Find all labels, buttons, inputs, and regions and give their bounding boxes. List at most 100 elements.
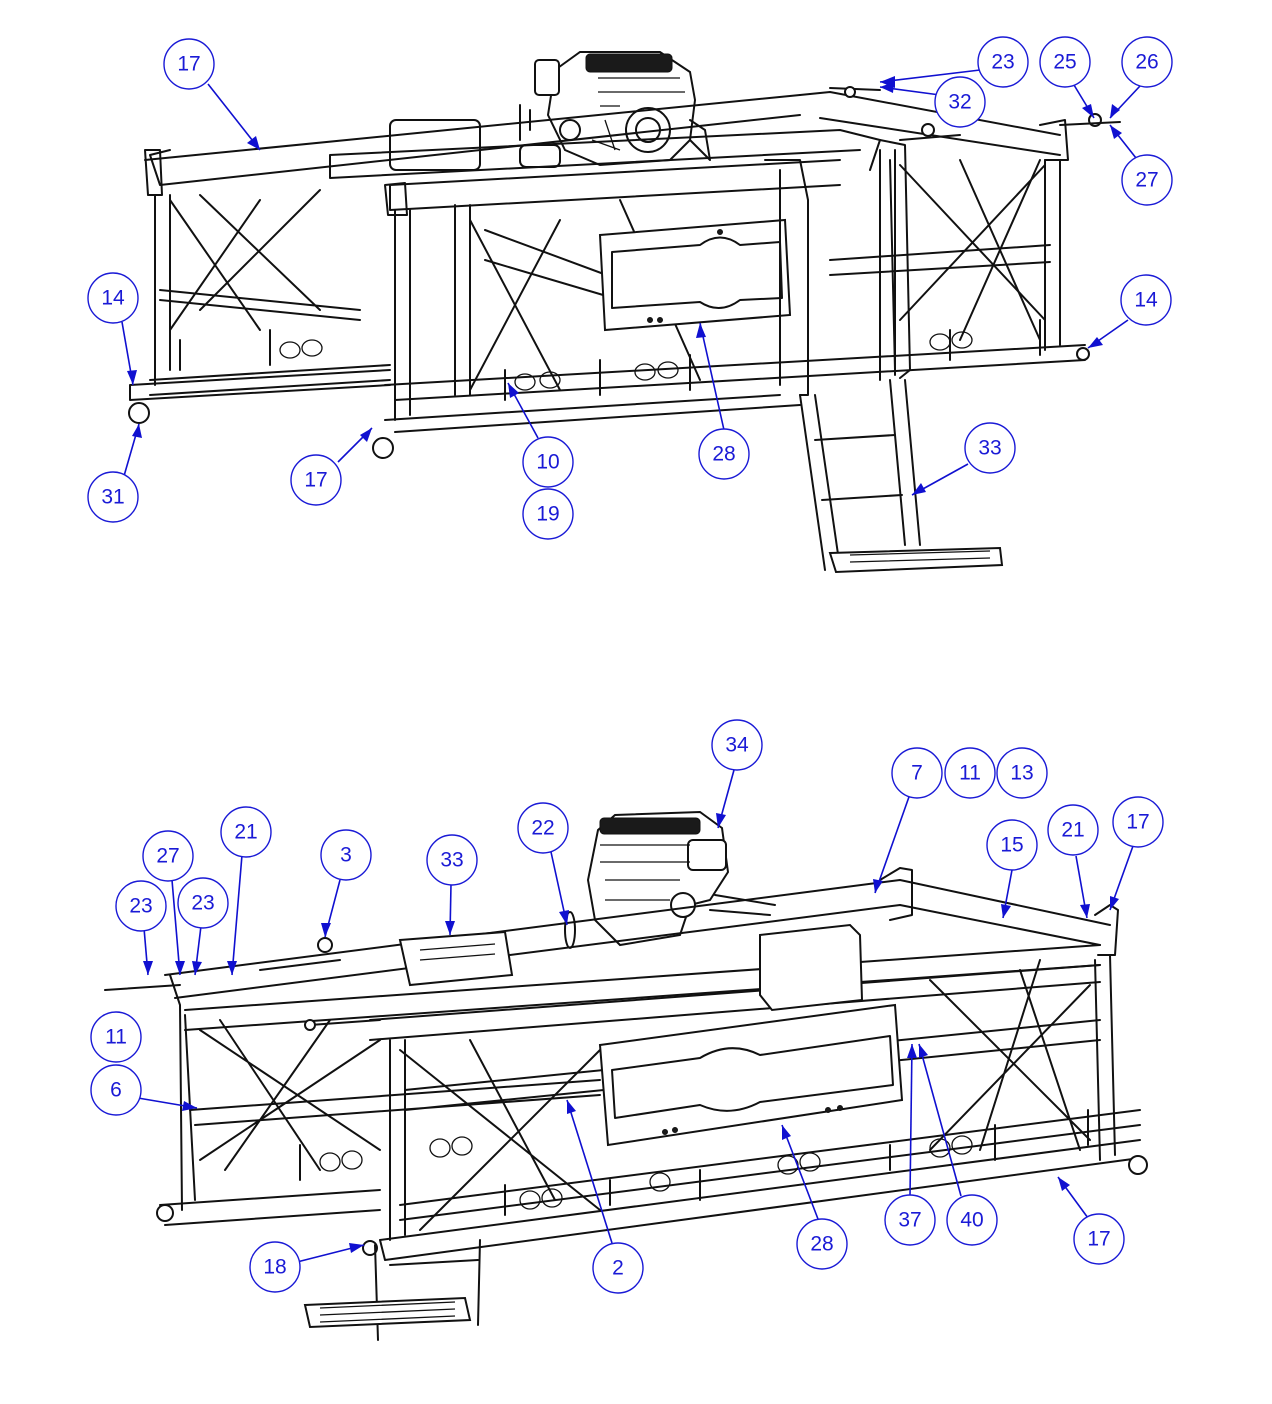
callout-circle (986, 819, 1038, 871)
callout-label: 33 (440, 849, 463, 872)
callout-balloon-17: 17 (1112, 796, 1164, 848)
callout-balloon-23: 23 (177, 877, 229, 929)
callout-circle (142, 830, 194, 882)
callout-balloon-23: 23 (115, 880, 167, 932)
callout-balloon-11: 11 (944, 747, 996, 799)
callout-balloon-28: 28 (698, 428, 750, 480)
callout-circle (1112, 796, 1164, 848)
callout-label: 23 (129, 895, 152, 918)
callout-circle (90, 1064, 142, 1116)
callout-balloon-13: 13 (996, 747, 1048, 799)
callout-balloon-15: 15 (986, 819, 1038, 871)
callout-circle (996, 747, 1048, 799)
callout-circle (163, 38, 215, 90)
callout-label: 26 (1135, 51, 1158, 74)
callout-label: 18 (263, 1256, 286, 1279)
callout-circle (711, 719, 763, 771)
callout-circle (220, 806, 272, 858)
callout-label: 19 (536, 503, 559, 526)
callout-label: 6 (110, 1079, 122, 1102)
callout-label: 17 (177, 53, 200, 76)
callout-circle (522, 436, 574, 488)
callout-circle (934, 76, 986, 128)
callout-balloon-3: 3 (320, 829, 372, 881)
callout-circle (592, 1242, 644, 1294)
callout-label: 14 (1134, 289, 1158, 312)
engine-top (389, 51, 711, 171)
callout-label: 32 (948, 91, 971, 114)
callout-circle (944, 747, 996, 799)
callout-balloon-34: 34 (711, 719, 763, 771)
panel-bottom (598, 1003, 904, 1147)
callout-balloon-32: 32 (934, 76, 986, 128)
callout-label: 28 (712, 443, 735, 466)
engine-bottom (564, 810, 776, 949)
callout-label: 13 (1010, 762, 1033, 785)
callout-arrowheads (127, 76, 1122, 1253)
callout-balloon-27: 27 (1121, 154, 1173, 206)
callout-balloon-6: 6 (90, 1064, 142, 1116)
callout-balloon-17: 17 (1073, 1213, 1125, 1265)
callout-balloon-40: 40 (946, 1194, 998, 1246)
callout-circle (87, 272, 139, 324)
callout-circle (946, 1194, 998, 1246)
bottom-view-assembly (104, 810, 1148, 1341)
callout-circle (1121, 36, 1173, 88)
callout-label: 17 (304, 469, 327, 492)
callout-circle (884, 1194, 936, 1246)
callout-circle (698, 428, 750, 480)
callout-label: 2 (612, 1257, 624, 1280)
callout-circle (320, 829, 372, 881)
callout-label: 11 (105, 1026, 127, 1049)
callout-label: 15 (1000, 834, 1023, 857)
callout-label: 21 (1061, 819, 1084, 842)
callout-label: 28 (810, 1233, 833, 1256)
callout-label: 17 (1087, 1228, 1110, 1251)
callout-circle (1121, 154, 1173, 206)
callout-label: 23 (991, 51, 1014, 74)
callout-balloon-26: 26 (1121, 36, 1173, 88)
ladder-top (764, 139, 1004, 574)
callout-label: 21 (234, 821, 257, 844)
callout-label: 3 (340, 844, 352, 867)
callout-label: 40 (960, 1209, 983, 1232)
callout-circle (522, 488, 574, 540)
rail-holes-bottom (299, 1109, 1089, 1216)
callout-balloon-33: 33 (964, 422, 1016, 474)
callout-balloon-31: 31 (87, 471, 139, 523)
step-bottom (303, 1239, 481, 1341)
callout-circle (87, 471, 139, 523)
callout-label: 14 (101, 287, 125, 310)
callout-circle (1047, 804, 1099, 856)
callout-label: 25 (1053, 51, 1076, 74)
rail-holes-top (179, 319, 1041, 401)
callout-label: 22 (531, 817, 554, 840)
top-view-assembly (128, 51, 1121, 574)
callout-balloon-28: 28 (796, 1218, 848, 1270)
callout-balloon-37: 37 (884, 1194, 936, 1246)
callout-balloon-18: 18 (249, 1241, 301, 1293)
callout-balloon-22: 22 (517, 802, 569, 854)
callout-balloon-14: 14 (87, 272, 139, 324)
callout-circle (964, 422, 1016, 474)
callout-balloon-33: 33 (426, 834, 478, 886)
callout-circle (177, 877, 229, 929)
callout-label: 33 (978, 437, 1001, 460)
callout-circle (891, 747, 943, 799)
callout-label: 17 (1126, 811, 1149, 834)
callout-circle (426, 834, 478, 886)
callout-label: 27 (1135, 169, 1158, 192)
callout-label: 23 (191, 892, 214, 915)
callout-circle (1120, 274, 1172, 326)
callout-circle (977, 36, 1029, 88)
callout-balloon-2: 2 (592, 1242, 644, 1294)
callout-balloon-23: 23 (977, 36, 1029, 88)
callout-balloon-27: 27 (142, 830, 194, 882)
callout-label: 11 (959, 762, 981, 785)
callout-circle (517, 802, 569, 854)
panel-top (598, 218, 792, 332)
callout-circle (290, 454, 342, 506)
callout-circle (796, 1218, 848, 1270)
